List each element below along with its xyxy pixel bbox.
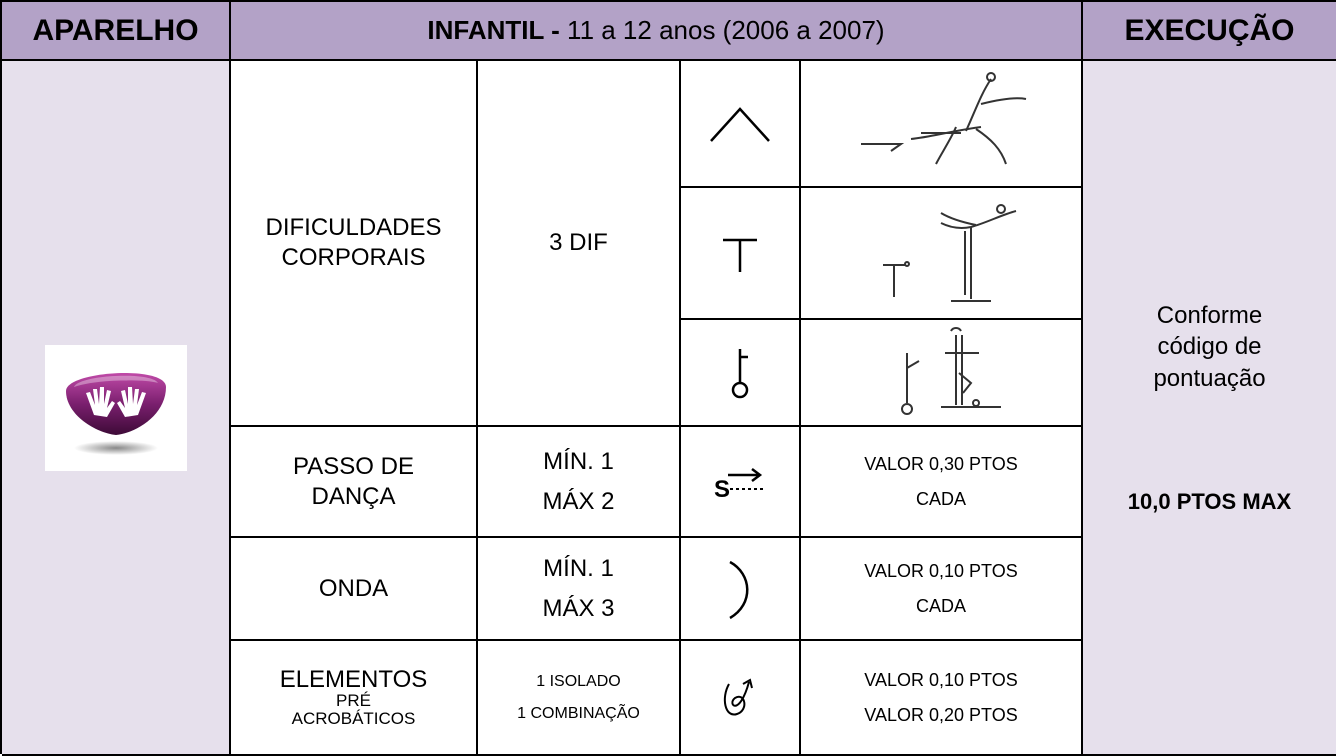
execucao-line2: código de: [1157, 333, 1262, 361]
elementos-line2: PRÉ: [336, 691, 371, 711]
pre-acrobatic-symbol-cell: [681, 641, 801, 756]
passo-value-line2: CADA: [915, 488, 966, 509]
onda-value: VALOR 0,10 PTOS CADA: [801, 538, 1083, 641]
execucao-line1: Conforme: [1156, 302, 1263, 330]
execucao-line3: pontuação: [1153, 364, 1266, 392]
dificuldades-line1: DIFICULDADES: [265, 214, 442, 241]
hands-logo-icon: [65, 372, 166, 455]
onda-label: ONDA: [231, 538, 478, 641]
elementos-label: ELEMENTOS PRÉ ACROBÁTICOS: [231, 641, 478, 756]
elementos-value-line2: VALOR 0,20 PTOS: [864, 704, 1018, 725]
wave-symbol-icon: [729, 560, 749, 619]
balance-symbol-cell: [681, 188, 801, 320]
balance-symbol-icon: [723, 238, 757, 272]
balance-figure-icon: [883, 204, 1017, 302]
dance-step-symbol-cell: S: [681, 427, 801, 538]
elementos-value: VALOR 0,10 PTOS VALOR 0,20 PTOS: [801, 641, 1083, 756]
passo-label: PASSO DE DANÇA: [231, 427, 478, 538]
onda-value-line1: VALOR 0,10 PTOS: [864, 561, 1018, 582]
onda-max: MÁX 3: [542, 594, 615, 622]
passo-min: MÍN. 1: [543, 447, 614, 475]
jump-figure-cell: [801, 61, 1083, 188]
apparatus-cell: [2, 61, 231, 756]
balance-figure-cell: [801, 188, 1083, 320]
elementos-line1: ELEMENTOS: [279, 666, 428, 694]
elementos-count-line1: 1 ISOLADO: [536, 672, 621, 690]
header-category: INFANTIL - 11 a 12 anos (2006 a 2007): [231, 2, 1083, 61]
elementos-line3: ACROBÁTICOS: [291, 709, 416, 729]
jump-figure-icon: [861, 71, 1027, 164]
onda-min: MÍN. 1: [543, 554, 614, 582]
rotation-figure-cell: [801, 320, 1083, 427]
apparatus-logo: [44, 344, 187, 471]
wave-symbol-cell: [681, 538, 801, 641]
header-category-bold: INFANTIL -: [427, 15, 560, 45]
passo-count: MÍN. 1 MÁX 2: [478, 427, 681, 538]
onda-text: ONDA: [318, 574, 389, 602]
rotation-symbol-icon: [731, 348, 749, 398]
rotation-symbol-cell: [681, 320, 801, 427]
header-aparelho-text: APARELHO: [32, 13, 199, 47]
dificuldades-count-text: 3 DIF: [549, 229, 608, 256]
dificuldades-line2: CORPORAIS: [281, 244, 426, 271]
header-execucao: EXECUÇÃO: [1083, 2, 1336, 61]
svg-text:S: S: [714, 476, 730, 503]
execucao-max: 10,0 PTOS MAX: [1127, 488, 1292, 514]
dificuldades-count: 3 DIF: [478, 61, 681, 427]
passo-max: MÁX 2: [542, 487, 615, 515]
passo-line2: DANÇA: [311, 482, 396, 510]
pre-acrobatic-symbol-icon: [723, 677, 753, 715]
rotation-figure-icon: [901, 326, 1001, 415]
passo-value-line1: VALOR 0,30 PTOS: [864, 454, 1018, 475]
onda-count: MÍN. 1 MÁX 3: [478, 538, 681, 641]
dificuldades-label: DIFICULDADES CORPORAIS: [231, 61, 478, 427]
header-execucao-text: EXECUÇÃO: [1124, 13, 1295, 47]
header-category-rest: 11 a 12 anos (2006 a 2007): [559, 15, 885, 45]
passo-value: VALOR 0,30 PTOS CADA: [801, 427, 1083, 538]
passo-line1: PASSO DE: [293, 452, 414, 480]
elementos-count-line2: 1 COMBINAÇÃO: [517, 704, 640, 722]
header-aparelho: APARELHO: [2, 2, 231, 61]
onda-value-line2: CADA: [915, 595, 966, 616]
jump-symbol-icon: [710, 106, 770, 142]
execucao-text: Conforme código de pontuação: [1153, 300, 1265, 394]
execucao-cell: Conforme código de pontuação 10,0 PTOS M…: [1083, 61, 1336, 756]
elementos-value-line1: VALOR 0,10 PTOS: [864, 670, 1018, 691]
dance-step-symbol-icon: S: [714, 467, 764, 503]
jump-symbol-cell: [681, 61, 801, 188]
elementos-count: 1 ISOLADO 1 COMBINAÇÃO: [478, 641, 681, 756]
